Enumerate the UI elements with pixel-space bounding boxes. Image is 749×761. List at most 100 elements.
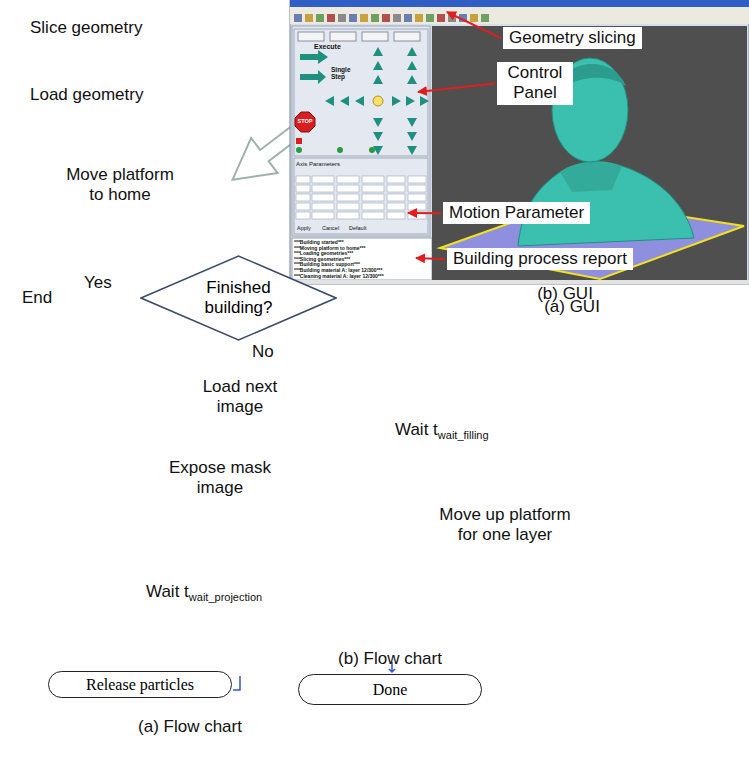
decision-diamond: Finished building?	[140, 255, 337, 341]
input-field	[408, 176, 426, 183]
screen-text: Default	[349, 226, 366, 232]
node-text: Building process report	[453, 249, 627, 269]
caption-label: (b) Flow chart	[338, 649, 442, 669]
jog-arrow	[340, 96, 349, 106]
callout-arrow	[416, 258, 445, 259]
screen-text: Apply	[297, 226, 311, 232]
input-field	[362, 212, 384, 219]
step-label: Move up platform for one layer	[429, 505, 581, 546]
toolbar-icon	[382, 14, 390, 22]
node-text: Finished building?	[189, 278, 289, 319]
caption-label: (a) Flow chart	[138, 717, 242, 737]
toolbar-icon	[360, 14, 368, 22]
screen-text: ***Loading geometries***	[294, 251, 353, 256]
step-label: Move platform to home	[58, 165, 183, 206]
input-field	[387, 212, 405, 219]
diamond-shape	[141, 256, 336, 340]
toolbar-icon	[393, 14, 401, 22]
input-field	[362, 203, 384, 210]
screen-text: Step	[331, 74, 345, 81]
toolbar-icon	[437, 14, 445, 22]
toolbar-icon	[470, 14, 478, 22]
input-field	[362, 194, 384, 201]
step-label: wait_filling	[438, 429, 489, 442]
callout-box: Motion Parameter	[443, 202, 590, 224]
jog-arrow	[373, 75, 383, 84]
input-field	[312, 185, 334, 192]
toolbar-icon	[415, 14, 423, 22]
step-label: Expose mask image	[164, 458, 276, 499]
input-field	[296, 194, 310, 201]
node-text: Done	[373, 681, 408, 699]
input-field	[337, 176, 359, 183]
input-field	[362, 185, 384, 192]
input-field	[296, 212, 310, 219]
jog-arrow	[373, 47, 383, 56]
jog-arrow	[406, 96, 415, 106]
screen-text: ***Cleaning material A: layer 12/300***	[294, 274, 384, 279]
caption-label: (a) GUI	[544, 297, 600, 317]
node-text: Release particles	[86, 676, 194, 694]
jog-arrow	[420, 96, 429, 106]
step-label: wait_projection	[189, 591, 262, 604]
gui-screenshot	[290, 0, 749, 284]
callout-arrow	[408, 212, 441, 214]
input-field	[312, 194, 334, 201]
toolbar-icon	[481, 14, 489, 22]
input-field	[312, 212, 334, 219]
jog-arrow	[407, 75, 417, 84]
screen-text: STOP	[298, 119, 313, 125]
screen-text: ***Slicing geometries***	[294, 257, 350, 262]
input-field	[387, 194, 405, 201]
jog-arrow	[325, 96, 334, 106]
step-label: No	[252, 342, 274, 362]
jog-arrow	[407, 146, 417, 155]
jog-arrow	[407, 61, 417, 70]
input-field	[362, 176, 384, 183]
input-field	[387, 203, 405, 210]
screen-text: ***Building basic support***	[294, 262, 360, 267]
node-text: Motion Parameter	[449, 203, 584, 223]
jog-arrow	[407, 47, 417, 56]
node-text: Control Panel	[503, 63, 567, 104]
step-label: Slice geometry	[30, 18, 142, 38]
callout-box: Control Panel	[497, 62, 573, 105]
toolbar-icon	[349, 14, 357, 22]
callout-arrow	[418, 83, 495, 92]
callout-box: Building process report	[447, 248, 633, 270]
bracket-mark	[233, 676, 240, 690]
toolbar-icon	[426, 14, 434, 22]
input-field	[337, 194, 359, 201]
input-field	[337, 212, 359, 219]
step-label: Load geometry	[30, 85, 143, 105]
input-field	[296, 203, 310, 210]
input-field	[337, 185, 359, 192]
input-field	[408, 203, 426, 210]
jog-arrow	[407, 132, 417, 141]
toolbar-icon	[371, 14, 379, 22]
toolbar-icon	[305, 14, 313, 22]
input-field	[387, 176, 405, 183]
input-field	[296, 176, 310, 183]
node-text: Geometry slicing	[509, 28, 636, 48]
input-field	[312, 203, 334, 210]
jog-arrow	[355, 96, 364, 106]
step-label: Load next image	[188, 377, 293, 418]
input-field	[408, 194, 426, 201]
toolbar-icon	[338, 14, 346, 22]
input-field	[337, 203, 359, 210]
input-field	[408, 185, 426, 192]
screen-text: ***Building started***	[294, 240, 344, 245]
toolbar-icon	[294, 14, 302, 22]
jog-arrow	[373, 132, 383, 141]
terminal-box: Release particles	[48, 671, 232, 698]
screen-text: Axis Parameters	[296, 161, 340, 167]
terminal-box: Done	[298, 674, 482, 705]
screen-text: Single	[331, 67, 351, 74]
toolbar-icon	[316, 14, 324, 22]
jog-arrow	[407, 118, 417, 127]
jog-arrow	[373, 118, 383, 127]
toolbar-icon	[327, 14, 335, 22]
